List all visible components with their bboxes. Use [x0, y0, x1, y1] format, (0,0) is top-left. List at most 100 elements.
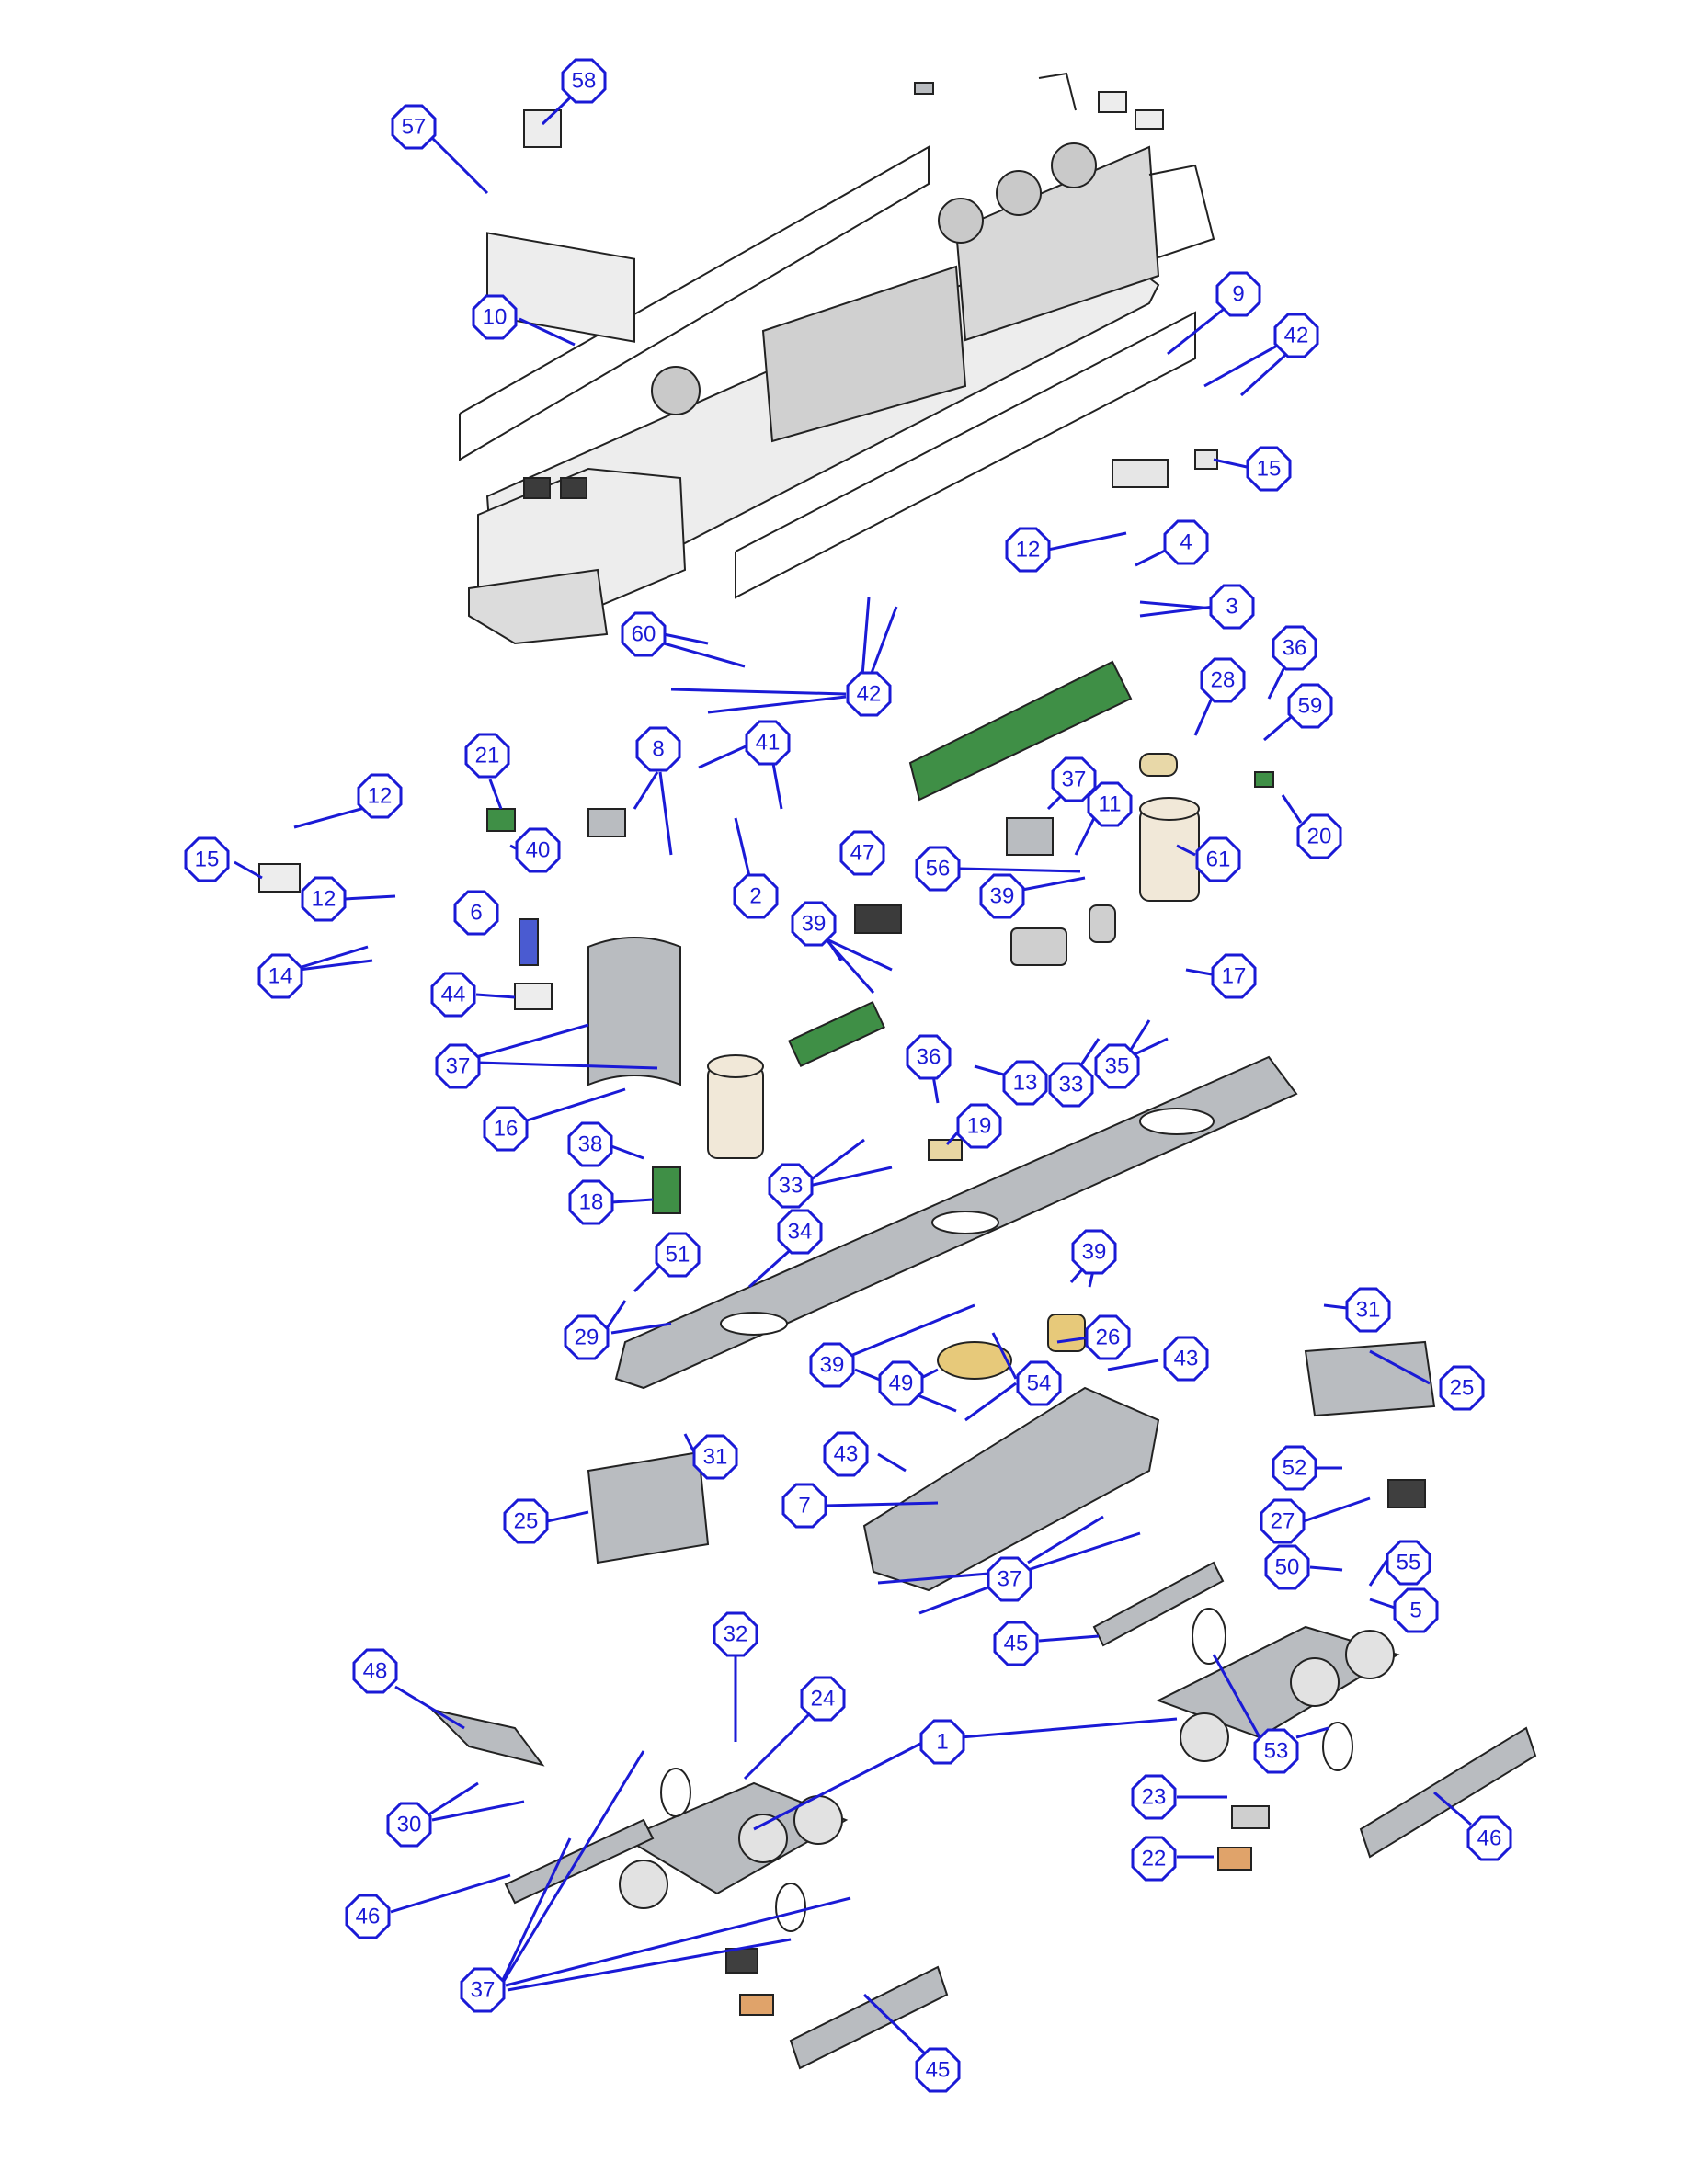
- leader-42a-1: [1203, 338, 1288, 388]
- svg-text:61: 61: [1206, 847, 1231, 872]
- svg-text:36: 36: [917, 1045, 941, 1070]
- leader-60-1: [663, 632, 709, 645]
- leader-11: [1074, 817, 1096, 856]
- leader-2: [734, 817, 751, 877]
- leader-39d-1: [850, 1303, 975, 1358]
- leader-37c-3: [877, 1572, 989, 1585]
- callout-42b: 42: [846, 671, 892, 717]
- leader-42b-1: [670, 688, 847, 696]
- callout-31a: 31: [1345, 1287, 1391, 1333]
- svg-text:22: 22: [1142, 1847, 1167, 1871]
- callout-33a: 33: [1048, 1062, 1094, 1108]
- callout-15b: 15: [184, 836, 230, 882]
- leader-57: [426, 131, 489, 195]
- callout-52: 52: [1272, 1445, 1317, 1491]
- svg-text:40: 40: [526, 838, 551, 863]
- svg-text:31: 31: [703, 1445, 728, 1470]
- leader-37b-1: [475, 1023, 589, 1059]
- leader-48: [394, 1685, 465, 1730]
- leader-39a: [1021, 876, 1086, 892]
- leader-12a: [1047, 531, 1127, 552]
- leader-46a: [1433, 1791, 1472, 1826]
- misc-small-parts: [258, 449, 1218, 1010]
- leader-14-1: [298, 945, 369, 970]
- leader-1-1: [753, 1740, 925, 1831]
- callout-41: 41: [745, 720, 791, 766]
- leader-39b-3: [822, 936, 893, 972]
- leader-54-1: [991, 1332, 1018, 1380]
- callout-51: 51: [655, 1232, 701, 1278]
- leader-43a: [1107, 1359, 1159, 1371]
- callout-50: 50: [1264, 1544, 1310, 1590]
- leader-30-1: [427, 1781, 479, 1817]
- leader-21: [488, 779, 503, 810]
- callout-15a: 15: [1246, 446, 1292, 492]
- svg-text:37: 37: [1062, 768, 1087, 792]
- svg-text:18: 18: [579, 1190, 604, 1215]
- svg-text:49: 49: [889, 1371, 914, 1396]
- leader-37d-1: [499, 1837, 572, 1985]
- svg-text:23: 23: [1142, 1785, 1167, 1810]
- svg-text:29: 29: [575, 1325, 599, 1350]
- leader-35-2: [1132, 1037, 1169, 1057]
- leader-44: [475, 993, 516, 999]
- leader-25a: [1369, 1349, 1431, 1385]
- svg-text:38: 38: [578, 1132, 603, 1157]
- callout-37c: 37: [987, 1556, 1032, 1602]
- callout-46b: 46: [345, 1894, 391, 1939]
- leader-54-2: [964, 1382, 1017, 1422]
- leader-42a-2: [1239, 347, 1294, 397]
- leader-39b-2: [821, 935, 875, 994]
- leader-53-1: [1212, 1654, 1261, 1738]
- svg-text:20: 20: [1307, 825, 1332, 849]
- leader-60-2: [663, 642, 746, 668]
- leader-27: [1303, 1496, 1371, 1523]
- callout-38: 38: [567, 1121, 613, 1167]
- callout-49: 49: [878, 1360, 924, 1406]
- leader-41-1: [698, 741, 755, 769]
- leader-30-2: [431, 1800, 525, 1822]
- leader-3-2: [1139, 600, 1215, 610]
- leader-37a: [1046, 793, 1064, 811]
- leader-46b: [390, 1873, 511, 1914]
- callout-12b: 12: [357, 773, 403, 819]
- leader-29-1: [605, 1300, 627, 1329]
- leader-51: [633, 1262, 664, 1293]
- callout-17: 17: [1211, 953, 1257, 999]
- svg-text:37: 37: [446, 1054, 471, 1079]
- svg-text:48: 48: [363, 1659, 388, 1684]
- svg-text:15: 15: [1257, 457, 1282, 482]
- svg-text:12: 12: [1016, 538, 1041, 563]
- callout-27: 27: [1260, 1498, 1306, 1544]
- callout-60: 60: [621, 611, 667, 657]
- callout-13: 13: [1002, 1060, 1048, 1106]
- couplers: [725, 1479, 1426, 2016]
- callout-19: 19: [956, 1103, 1002, 1149]
- svg-text:58: 58: [572, 69, 597, 94]
- callout-2: 2: [733, 873, 779, 919]
- leader-61: [1176, 844, 1196, 857]
- svg-text:8: 8: [652, 737, 664, 762]
- sideframes: [504, 1561, 1537, 2070]
- svg-text:21: 21: [475, 744, 500, 768]
- leader-5: [1369, 1598, 1398, 1610]
- callout-24: 24: [800, 1676, 846, 1722]
- svg-text:12: 12: [368, 784, 393, 809]
- leader-33b-1: [808, 1138, 865, 1183]
- callout-42a: 42: [1273, 313, 1319, 358]
- callout-28: 28: [1200, 657, 1246, 703]
- svg-text:45: 45: [1004, 1632, 1029, 1656]
- svg-text:9: 9: [1232, 282, 1244, 307]
- leader-37d-3: [505, 1896, 851, 1987]
- callout-9: 9: [1215, 271, 1261, 317]
- callout-39b: 39: [791, 901, 837, 947]
- svg-text:16: 16: [494, 1117, 519, 1142]
- callout-47: 47: [839, 830, 885, 876]
- leader-33b-2: [808, 1166, 893, 1188]
- leader-37d-2: [502, 1750, 645, 1982]
- svg-text:56: 56: [926, 857, 951, 882]
- leader-53-2: [1295, 1726, 1329, 1739]
- svg-text:39: 39: [820, 1353, 845, 1378]
- callout-16: 16: [483, 1106, 529, 1152]
- callout-5: 5: [1393, 1587, 1439, 1633]
